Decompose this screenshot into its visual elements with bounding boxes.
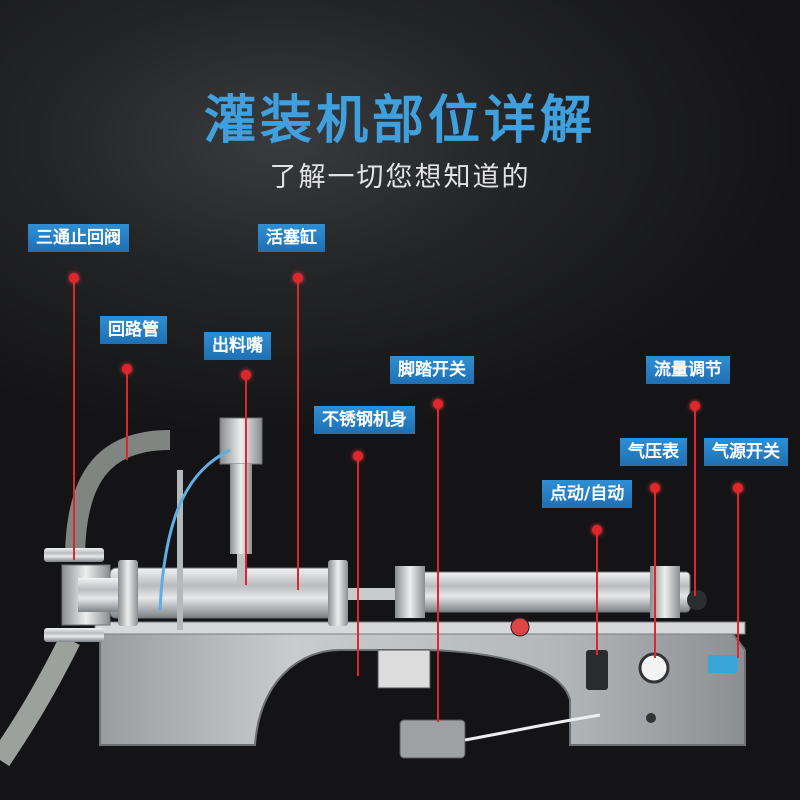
nozzle-pole — [177, 470, 183, 630]
callout-dot — [69, 273, 79, 283]
label-discharge-nozzle: 出料嘴 — [204, 332, 271, 360]
control-panel-knob — [586, 650, 608, 690]
valve-clamp-bottom — [44, 628, 104, 642]
gauge-dial — [638, 652, 670, 684]
stop-button — [510, 617, 530, 637]
leader-line — [73, 278, 75, 560]
valve-side-port — [78, 578, 118, 612]
page-subtitle: 了解一切您想知道的 — [269, 162, 531, 193]
callout-dot — [690, 401, 700, 411]
flow-adjust-knob — [687, 590, 707, 610]
air-fitting — [708, 655, 738, 673]
top-plate — [94, 621, 746, 635]
piston-rod — [348, 588, 403, 600]
label-pressure-gauge: 气压表 — [620, 438, 687, 466]
foot-pedal — [399, 719, 466, 759]
callout-dot — [592, 525, 602, 535]
nameplate — [377, 649, 431, 689]
leader-line — [357, 456, 359, 676]
air-tube — [158, 448, 231, 611]
return-hose-loop — [65, 430, 171, 561]
callout-dot — [122, 364, 132, 374]
callout-dot — [241, 370, 251, 380]
pedal-cable — [464, 713, 601, 742]
label-flow-adjust: 流量调节 — [646, 356, 730, 384]
nozzle-body — [230, 464, 252, 554]
air-cylinder — [399, 571, 691, 613]
leader-line — [245, 375, 247, 585]
leader-line — [737, 488, 739, 658]
label-foot-pedal-switch: 脚踏开关 — [390, 356, 474, 384]
nozzle-cylinder — [219, 417, 263, 465]
callout-dot — [353, 451, 363, 461]
callout-dot — [433, 399, 443, 409]
cylinder-flange-right — [328, 560, 348, 626]
label-piston-cylinder: 活塞缸 — [258, 224, 325, 252]
label-stainless-body: 不锈钢机身 — [314, 406, 415, 434]
nozzle-tip — [237, 554, 245, 584]
label-manual-auto: 点动/自动 — [542, 480, 633, 508]
indicator-hole — [646, 713, 656, 723]
leader-line — [126, 369, 128, 460]
leader-line — [596, 530, 598, 655]
leader-line — [654, 488, 656, 658]
main-cylinder — [109, 567, 341, 619]
label-return-pipe: 回路管 — [100, 316, 167, 344]
page-title: 灌装机部位详解 — [203, 91, 596, 151]
label-air-switch: 气源开关 — [704, 438, 788, 466]
callout-dot — [293, 273, 303, 283]
leader-line — [694, 406, 696, 596]
leader-line — [437, 404, 439, 722]
callout-dot — [733, 483, 743, 493]
return-hose — [0, 635, 80, 767]
callout-dot — [650, 483, 660, 493]
label-three-way-check-valve: 三通止回阀 — [28, 224, 129, 252]
air-cylinder-end — [395, 566, 425, 618]
leader-line — [297, 278, 299, 590]
cylinder-flange-left — [118, 560, 138, 626]
